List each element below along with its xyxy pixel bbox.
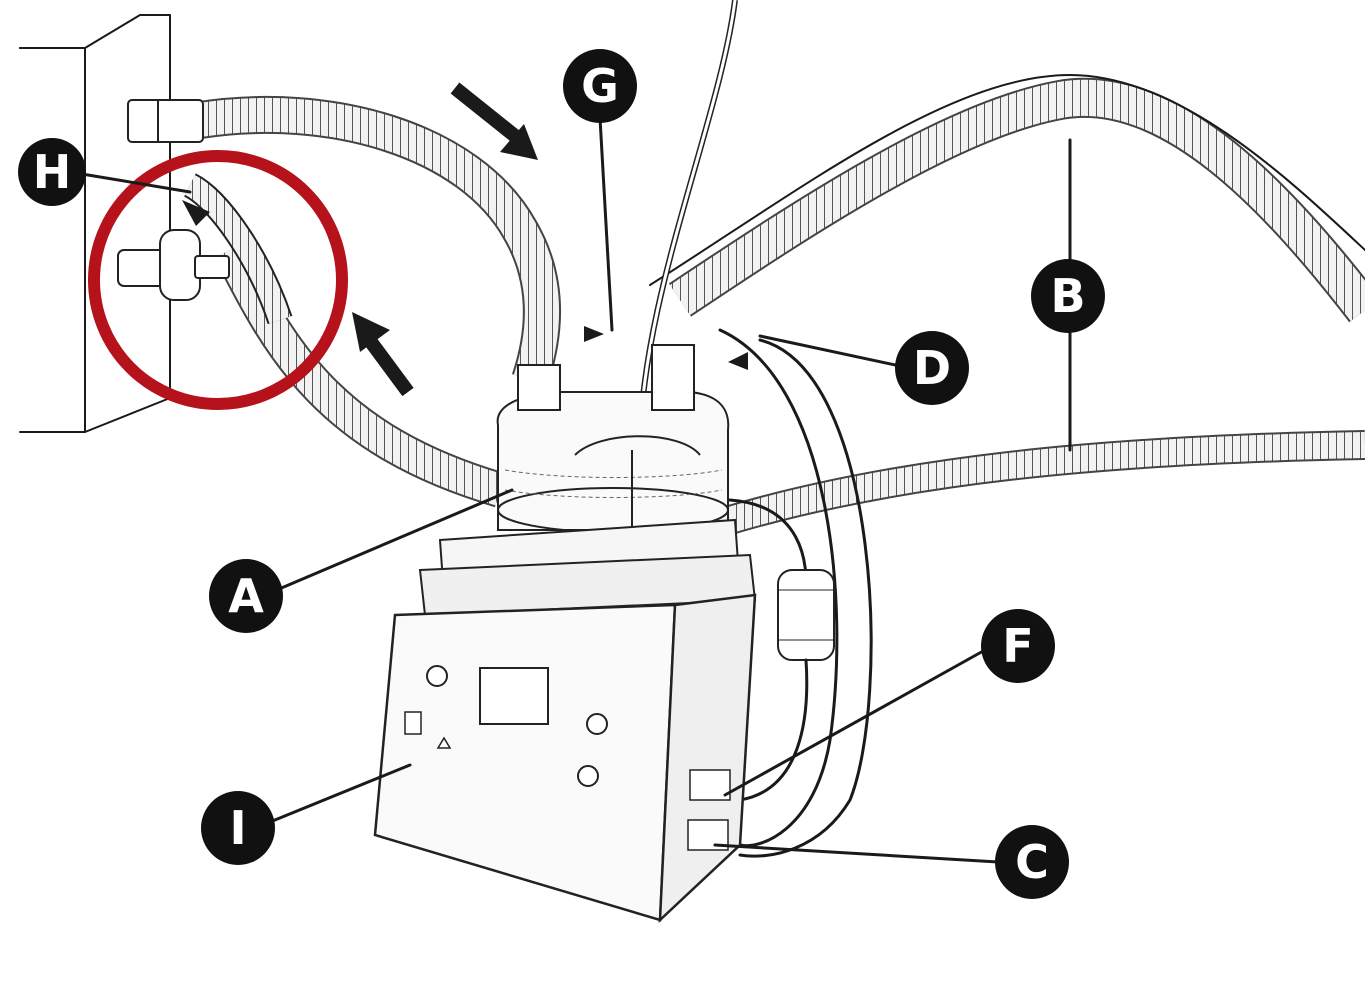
label-d-text: D bbox=[913, 341, 951, 395]
label-f-text: F bbox=[1002, 619, 1033, 673]
tube-b-upper bbox=[649, 74, 1365, 323]
tube-b-lower bbox=[725, 430, 1365, 535]
label-c: C bbox=[995, 825, 1069, 899]
inspiratory-tube bbox=[127, 96, 561, 387]
patient-tube bbox=[213, 241, 506, 508]
label-c-text: C bbox=[1015, 835, 1049, 889]
tee-connector bbox=[117, 173, 293, 325]
leader-lines bbox=[80, 116, 1072, 864]
label-i-text: I bbox=[229, 801, 246, 855]
label-b-text: B bbox=[1050, 269, 1085, 323]
label-b: B bbox=[1031, 259, 1105, 333]
label-g-text: G bbox=[581, 59, 619, 113]
arrow-icon bbox=[450, 82, 538, 160]
label-g: G bbox=[563, 49, 637, 123]
label-a-text: A bbox=[228, 569, 264, 623]
label-h-text: H bbox=[33, 145, 72, 199]
label-f: F bbox=[981, 609, 1055, 683]
label-a: A bbox=[209, 559, 283, 633]
arrow-icon bbox=[182, 200, 748, 370]
label-h: H bbox=[18, 138, 86, 206]
wall-mount bbox=[19, 14, 171, 433]
label-i: I bbox=[201, 791, 275, 865]
circle-highlight bbox=[88, 150, 348, 410]
arrow-icon bbox=[352, 312, 414, 397]
humidification-chamber bbox=[496, 344, 730, 533]
heater-base-unit bbox=[373, 518, 757, 924]
label-d: D bbox=[895, 331, 969, 405]
